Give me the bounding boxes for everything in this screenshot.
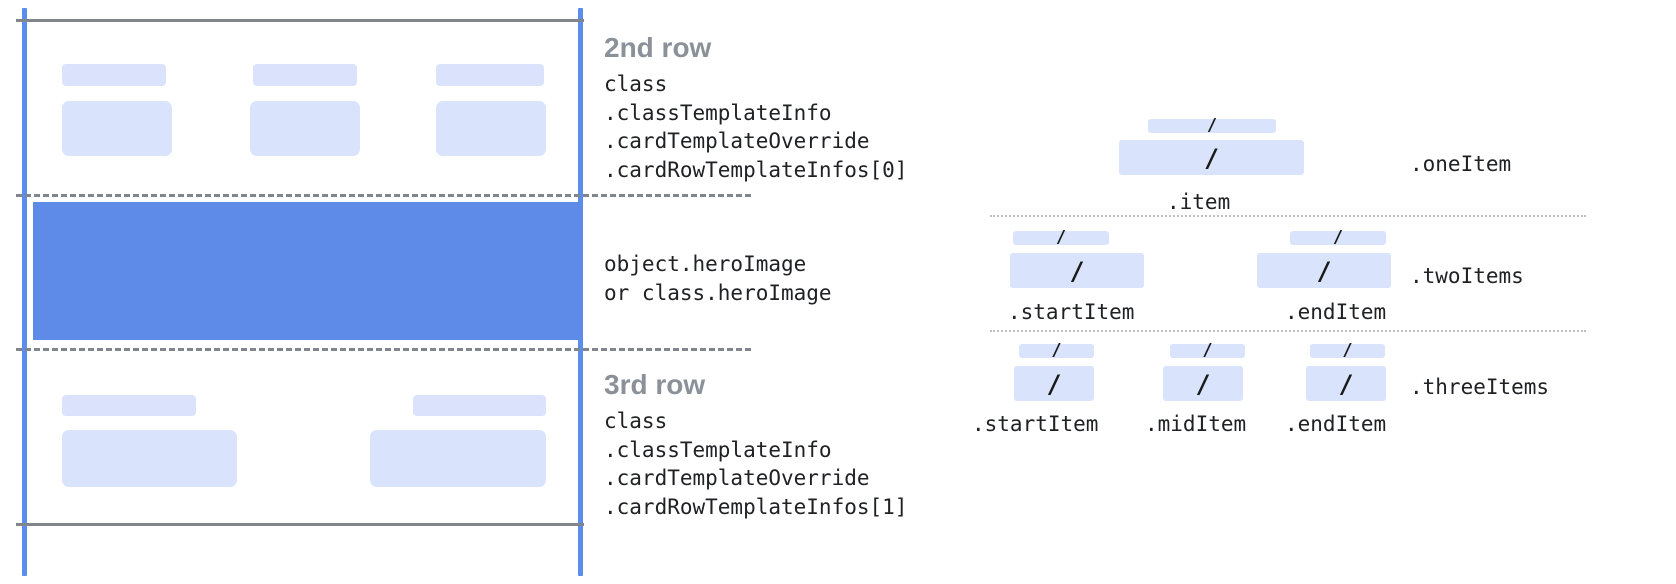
- third-row-annotation: 3rd row class .classTemplateInfo .cardTe…: [604, 368, 907, 521]
- one-item-group-label: .oneItem: [1410, 152, 1512, 176]
- third-row-label-chip-1: [62, 395, 196, 416]
- second-row-annotation: 2nd row class .classTemplateInfo .cardTe…: [604, 31, 907, 184]
- hero-image-band: [33, 202, 581, 340]
- slash-glyph: /: [1055, 227, 1067, 248]
- third-row-value-chip-2: [370, 430, 546, 487]
- second-row-value-chip-2: [250, 101, 360, 156]
- item-layout-diagram: / / .item .oneItem / / .startItem / / .e…: [960, 0, 1676, 584]
- slash-glyph: /: [1338, 369, 1354, 398]
- slash-glyph: /: [1203, 143, 1220, 172]
- hero-image-annotation: object.heroImage or class.heroImage: [604, 250, 832, 307]
- second-row-value-chip-1: [62, 101, 172, 156]
- three-items-mid-label-box: /: [1170, 340, 1245, 361]
- card-top-boundary: [16, 19, 584, 22]
- slash-glyph: /: [1332, 227, 1344, 248]
- row-divider-top: [16, 194, 751, 197]
- third-row-title: 3rd row: [604, 369, 706, 400]
- second-row-label-chip-1: [62, 64, 166, 86]
- card-row-mock: [0, 0, 600, 584]
- second-row-label-chip-2: [253, 64, 357, 86]
- two-items-end-label-box: /: [1290, 227, 1386, 248]
- slash-glyph: /: [1206, 115, 1218, 136]
- three-items-group-label: .threeItems: [1410, 375, 1550, 399]
- second-row-code-line-2: .classTemplateInfo: [604, 100, 832, 125]
- second-row-code-line-4: .cardRowTemplateInfos[0]: [604, 157, 908, 182]
- hero-image-code-line-2: or class.heroImage: [604, 280, 832, 305]
- three-items-end-label-box: /: [1310, 340, 1385, 361]
- slash-glyph: /: [1342, 340, 1353, 361]
- three-items-start-label-box: /: [1019, 340, 1094, 361]
- third-row-code-line-3: .cardTemplateOverride: [604, 466, 870, 490]
- second-row-code-line-1: class: [604, 72, 668, 96]
- row-divider-bottom: [16, 348, 751, 351]
- third-row-code-line-1: class: [604, 409, 668, 433]
- three-items-end-value-box: /: [1306, 366, 1386, 401]
- card-left-guide-line: [22, 8, 27, 576]
- three-items-start-value-box: /: [1014, 366, 1094, 401]
- two-items-group-label: .twoItems: [1410, 264, 1524, 288]
- two-items-end-caption: .endItem: [1285, 300, 1387, 324]
- slash-glyph: /: [1316, 256, 1332, 285]
- third-row-label-chip-2: [413, 395, 546, 416]
- second-row-title: 2nd row: [604, 32, 712, 63]
- two-items-start-caption: .startItem: [1008, 300, 1135, 324]
- one-item-caption: .item: [1167, 190, 1231, 214]
- second-row-value-chip-3: [436, 101, 546, 156]
- three-items-start-caption: .startItem: [972, 412, 1099, 436]
- third-row-code-line-2: .classTemplateInfo: [604, 437, 832, 462]
- three-items-mid-value-box: /: [1163, 366, 1243, 401]
- three-items-end-caption: .endItem: [1285, 412, 1387, 436]
- one-item-label-box: /: [1148, 115, 1276, 136]
- one-item-value-box: /: [1119, 140, 1304, 175]
- two-items-start-value-box: /: [1010, 253, 1144, 288]
- slash-glyph: /: [1202, 340, 1213, 361]
- hero-image-code-line-1: object.heroImage: [604, 252, 807, 276]
- two-items-end-value-box: /: [1257, 253, 1391, 288]
- slash-glyph: /: [1046, 369, 1062, 398]
- card-bottom-boundary: [16, 523, 584, 526]
- three-items-mid-caption: .midItem: [1145, 412, 1247, 436]
- group-separator-1: [990, 215, 1586, 217]
- two-items-start-label-box: /: [1013, 227, 1109, 248]
- third-row-value-chip-1: [62, 430, 237, 487]
- slash-glyph: /: [1195, 369, 1211, 398]
- group-separator-2: [990, 330, 1586, 332]
- second-row-label-chip-3: [436, 64, 544, 86]
- second-row-code-line-3: .cardTemplateOverride: [604, 129, 870, 153]
- slash-glyph: /: [1069, 256, 1085, 285]
- third-row-code-line-4: .cardRowTemplateInfos[1]: [604, 494, 908, 519]
- slash-glyph: /: [1051, 340, 1062, 361]
